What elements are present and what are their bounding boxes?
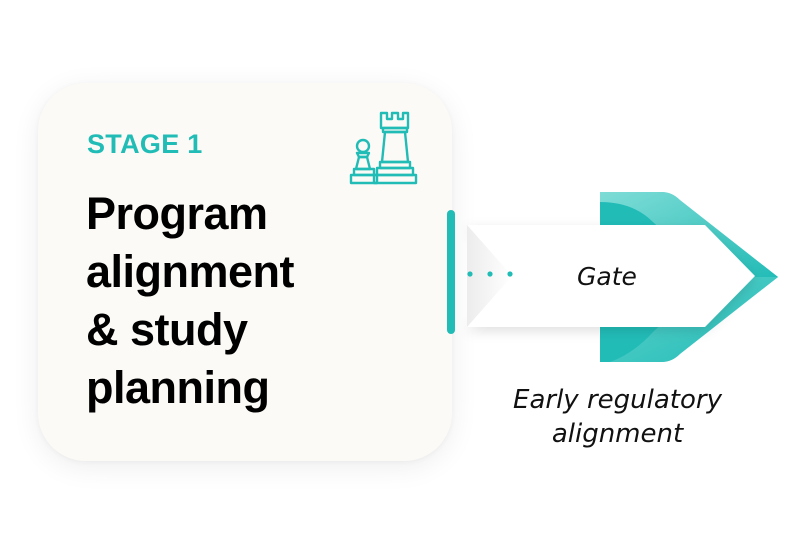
gate-arrow [447, 192, 778, 362]
dot-icon [487, 271, 493, 277]
caption-line: Early regulatory [513, 385, 722, 415]
dot-icon [507, 271, 513, 277]
stage-title: Program alignment & study planning [86, 185, 386, 417]
title-line: planning [86, 362, 270, 413]
gate-caption: Early regulatory alignment [480, 383, 755, 451]
caption-line: alignment [551, 419, 684, 449]
dot-icon [467, 271, 473, 277]
title-line: alignment [86, 246, 295, 297]
title-line: Program [86, 188, 268, 239]
title-line: & study [86, 304, 248, 355]
gate-left-bar [447, 210, 455, 334]
chess-pawn-rook-icon [349, 111, 418, 185]
gate-label: Gate [577, 262, 637, 291]
stage-label: STAGE 1 [87, 129, 203, 159]
stage-card: STAGE 1 Program alignment & study planni… [38, 83, 452, 461]
